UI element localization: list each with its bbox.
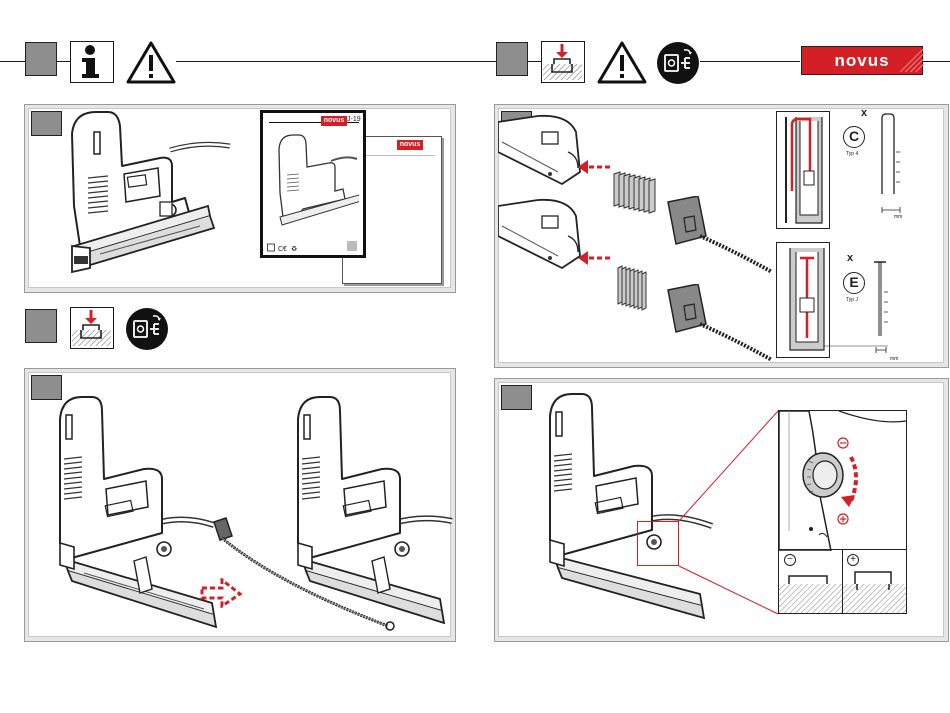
zoom-connector-lines — [637, 410, 779, 616]
header-rule-right — [528, 61, 541, 62]
insert-staples-arrow-lower — [576, 248, 610, 268]
pusher-with-spring-upper — [662, 196, 772, 276]
svg-text:C€: C€ — [278, 246, 287, 253]
manual-front-logo: novus — [321, 116, 347, 126]
magazine-cross-section-e — [776, 242, 830, 358]
stapler-magazine-closed — [44, 393, 224, 633]
staple-c-mm: mm — [894, 214, 902, 220]
logo-text: novus — [834, 51, 889, 71]
staple-press-icon — [542, 42, 583, 81]
staple-strip-narrow — [616, 262, 656, 314]
staple-x-label-c: x — [861, 107, 867, 119]
header-rule-left-mid — [57, 61, 70, 62]
staple-e-dimension — [824, 256, 910, 360]
header-rule-left-end — [176, 61, 498, 62]
knob-closeup — [779, 411, 906, 551]
info-icon-box — [70, 41, 114, 83]
stapler-magazine-open — [282, 393, 454, 633]
staple-c-dimension — [876, 112, 910, 222]
pusher-with-spring-lower — [662, 284, 772, 364]
magazine-end-upper — [498, 112, 588, 198]
svg-text:♻: ♻ — [291, 246, 297, 253]
step-marker-2 — [25, 309, 57, 343]
info-icon — [71, 42, 112, 81]
depth-plus-badge: + — [847, 554, 859, 566]
magazine-cross-section-c — [776, 111, 830, 229]
step-marker-5 — [501, 385, 532, 410]
manual-front-cover: novus J-19 C€ ♻ — [260, 110, 366, 258]
electric-stapler-illustration — [60, 106, 250, 286]
depth-zoom-detail: − + — [778, 410, 907, 614]
depth-minus-badge: − — [784, 554, 796, 566]
staple-press-icon-box-2 — [70, 307, 114, 349]
header-rule-far-right — [923, 61, 950, 62]
manual-cover-stapler — [271, 131, 359, 241]
warning-triangle-icon — [596, 40, 648, 85]
manual-model: J-19 — [347, 116, 361, 123]
staple-type-c-label: Typ 4 — [846, 151, 858, 157]
staple-strip-wide — [612, 168, 662, 216]
staple-depth-comparison — [779, 550, 906, 614]
header-rule-left — [0, 61, 25, 62]
step-marker-header-left — [25, 42, 57, 76]
warning-triangle-icon — [125, 40, 177, 85]
novus-logo: novus — [801, 46, 923, 75]
header-rule-right-end — [700, 61, 800, 62]
manual-back-logo: novus — [397, 140, 423, 150]
insert-staples-arrow-upper — [576, 157, 610, 177]
unplug-power-icon — [656, 41, 700, 85]
staple-press-icon-box — [541, 41, 585, 83]
step-marker-header-right — [496, 42, 528, 76]
staple-press-icon — [71, 308, 112, 347]
staple-e-mm: mm — [890, 356, 898, 362]
magazine-end-lower — [498, 196, 588, 282]
manual-cover-marks: C€ ♻ — [267, 243, 307, 253]
unplug-power-icon — [125, 307, 169, 351]
step-marker-1 — [31, 111, 62, 136]
staple-type-c-badge: C — [843, 126, 865, 148]
